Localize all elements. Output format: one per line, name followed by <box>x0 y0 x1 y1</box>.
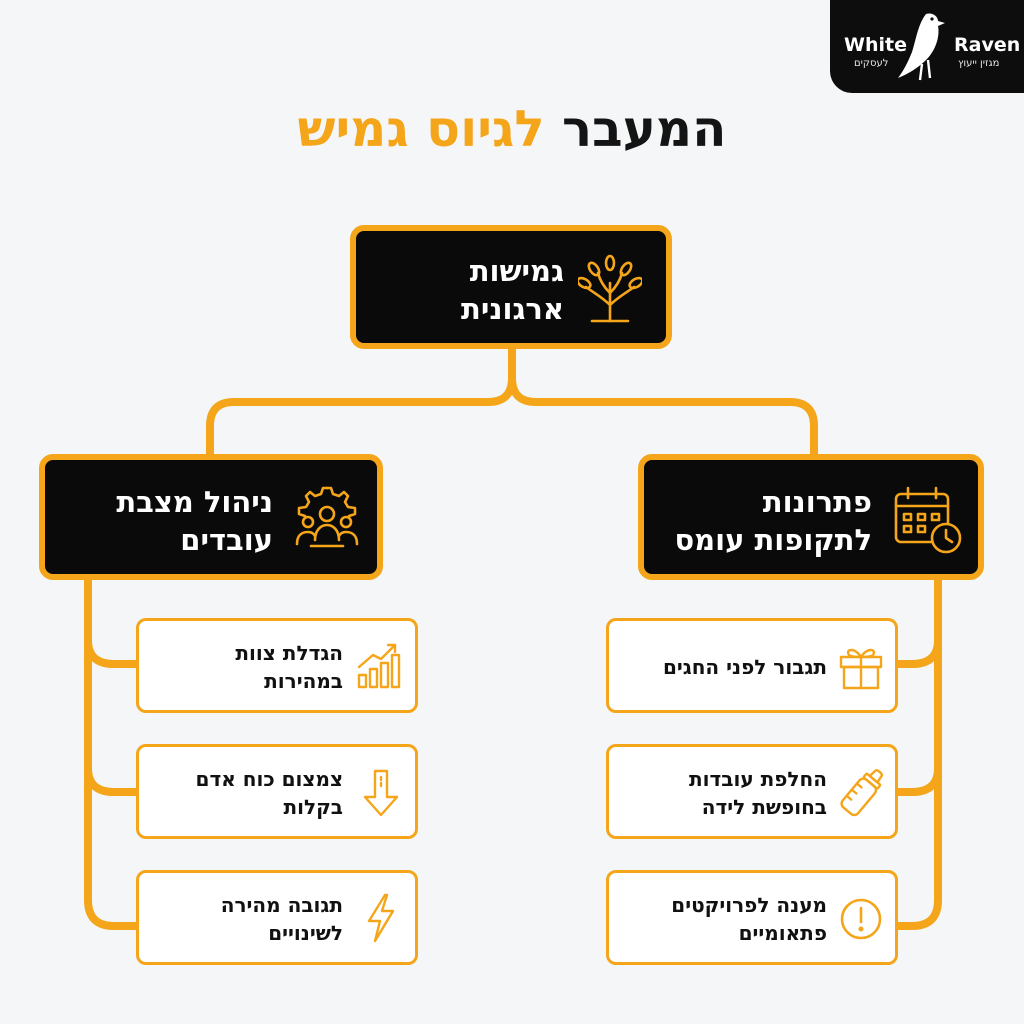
brand-logo: White Raven לעסקים מגזין ייעוץ <box>830 0 1024 93</box>
item-downsizing-line2: בקלות <box>283 795 343 819</box>
lightning-icon <box>367 893 395 943</box>
item-sudden-projects: מענה לפרויקטים פתאומיים <box>606 870 898 965</box>
item-team-growth-label: הגדלת צוות במהירות <box>235 639 343 695</box>
page-title: המעבר לגיוס גמיש <box>0 100 1024 158</box>
raven-icon <box>898 13 945 81</box>
item-maternity-label: החלפת עובדות בחופשת לידה <box>689 765 827 821</box>
item-maternity-replacement: החלפת עובדות בחופשת לידה <box>606 744 898 839</box>
item-team-growth-line2: במהירות <box>264 669 343 693</box>
growth-chart-icon <box>357 643 401 689</box>
calendar-clock-icon <box>894 486 962 554</box>
item-holiday-label: תגבור לפני החגים <box>663 653 827 681</box>
root-label-line1: גמישות <box>469 254 564 288</box>
item-quick-response: תגובה מהירה לשינויים <box>136 870 418 965</box>
root-node: גמישות ארגונית <box>350 225 672 349</box>
brand-word-raven: Raven <box>954 34 1021 56</box>
item-holiday-reinforcement: תגבור לפני החגים <box>606 618 898 713</box>
branch-workforce-line1: ניהול מצבת <box>116 485 273 519</box>
title-part-accent: לגיוס גמיש <box>297 100 545 158</box>
item-downsizing-line1: צמצום כוח אדם <box>195 767 343 791</box>
title-part-dark: המעבר <box>562 100 727 158</box>
item-downsizing: צמצום כוח אדם בקלות <box>136 744 418 839</box>
item-downsizing-label: צמצום כוח אדם בקלות <box>196 765 343 821</box>
branch-workforce-management: ניהול מצבת עובדים <box>39 454 383 580</box>
item-holiday-line1: תגבור לפני החגים <box>662 655 827 679</box>
branch-workforce-line2: עובדים <box>180 523 273 557</box>
item-maternity-line1: החלפת עובדות <box>688 767 827 791</box>
baby-bottle-icon <box>840 769 884 817</box>
brand-word-white: White <box>844 34 907 56</box>
item-quick-response-line2: לשינויים <box>268 921 343 945</box>
item-quick-response-line1: תגובה מהירה <box>220 893 343 917</box>
root-label: גמישות ארגונית <box>461 252 564 328</box>
branch-peak-line2: לתקופות עומס <box>674 523 872 557</box>
item-team-growth: הגדלת צוות במהירות <box>136 618 418 713</box>
brand-subtitle-left: לעסקים <box>854 58 889 69</box>
item-sudden-projects-line2: פתאומיים <box>738 921 827 945</box>
tree-icon <box>578 254 642 323</box>
branch-peak-line1: פתרונות <box>762 485 872 519</box>
brand-subtitle-right: מגזין ייעוץ <box>958 58 1000 69</box>
branch-peak-solutions: פתרונות לתקופות עומס <box>638 454 984 580</box>
item-sudden-projects-label: מענה לפרויקטים פתאומיים <box>671 891 827 947</box>
item-team-growth-line1: הגדלת צוות <box>235 641 343 665</box>
alert-icon <box>840 898 882 940</box>
root-label-line2: ארגונית <box>461 292 564 326</box>
arrow-down-icon <box>363 769 399 817</box>
gift-icon <box>839 648 883 690</box>
team-gear-icon <box>295 486 359 548</box>
branch-workforce-label: ניהול מצבת עובדים <box>116 483 273 559</box>
item-quick-response-label: תגובה מהירה לשינויים <box>221 891 343 947</box>
item-sudden-projects-line1: מענה לפרויקטים <box>671 893 827 917</box>
branch-peak-label: פתרונות לתקופות עומס <box>674 483 872 559</box>
item-maternity-line2: בחופשת לידה <box>701 795 827 819</box>
